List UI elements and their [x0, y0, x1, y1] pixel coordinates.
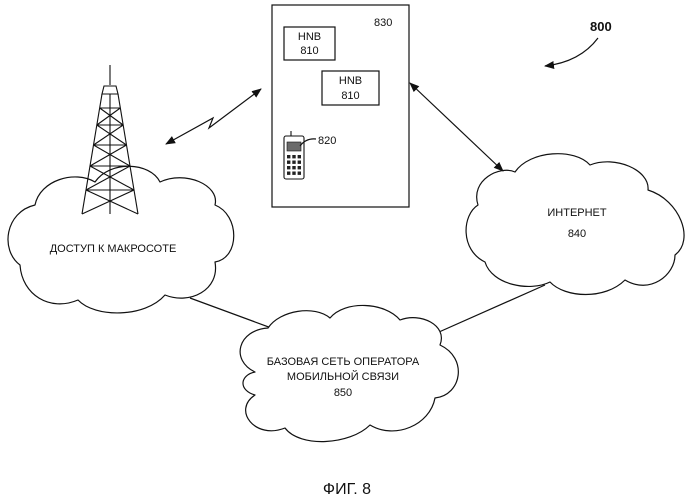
- macro-access-cloud: [8, 166, 234, 313]
- figure-ref-arrow: [545, 38, 598, 66]
- hnb-1-ref: 810: [300, 45, 318, 57]
- wireless-link-arrow: [166, 89, 261, 144]
- core-network-label-2: МОБИЛЬНОЙ СВЯЗИ: [287, 370, 399, 383]
- premises-ref: 830: [374, 17, 392, 29]
- hnb-1-name: HNB: [298, 31, 321, 43]
- hnb-2-ref: 810: [341, 90, 359, 102]
- internet-to-core-link: [430, 285, 545, 336]
- figure-caption: ФИГ. 8: [323, 481, 371, 498]
- mobile-phone-icon: [284, 131, 304, 179]
- premises-internet-arrow: [410, 83, 503, 171]
- internet-ref: 840: [568, 228, 586, 240]
- core-network-ref: 850: [334, 387, 352, 399]
- hnb-2-name: HNB: [339, 75, 362, 87]
- handset-ref: 820: [318, 135, 336, 147]
- internet-label: ИНТЕРНЕТ: [547, 207, 607, 219]
- figure-ref-number: 800: [590, 19, 612, 34]
- macro-access-label: ДОСТУП К МАКРОСОТЕ: [50, 243, 177, 255]
- internet-cloud: [466, 154, 684, 295]
- core-network-label-1: БАЗОВАЯ СЕТЬ ОПЕРАТОРА: [267, 356, 420, 368]
- radio-tower-icon: [82, 65, 138, 214]
